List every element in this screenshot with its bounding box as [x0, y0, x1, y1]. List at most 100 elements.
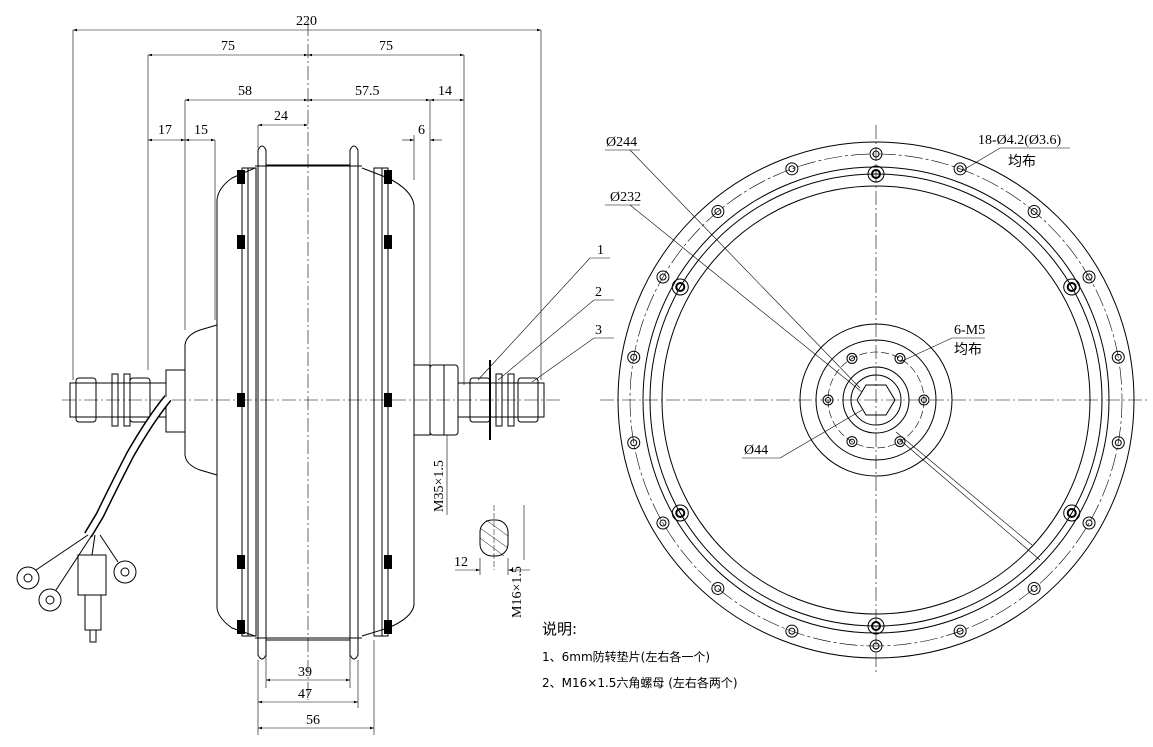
outer-hole — [869, 147, 883, 161]
notes-title: 说明: — [542, 620, 578, 638]
dim-56: 56 — [306, 713, 320, 728]
outer-hole — [711, 205, 725, 219]
outer-hole — [953, 162, 967, 176]
outer-hole — [1082, 516, 1096, 530]
m5-hole — [846, 352, 858, 364]
flange-hole-inner — [675, 508, 686, 518]
outer-hole-inner — [714, 584, 722, 592]
m5-hole-inner — [921, 397, 927, 403]
outer-hole-inner — [659, 273, 667, 281]
dim-17: 17 — [158, 123, 172, 138]
dim-39: 39 — [298, 665, 312, 680]
outer-hole-inner — [659, 519, 667, 527]
outer-hole-inner — [630, 439, 638, 447]
dim-58: 58 — [238, 84, 252, 99]
side-dim-labels: 220 75 75 58 57.5 14 17 15 24 6 39 47 56… — [158, 14, 604, 728]
outer-hole-inner — [788, 165, 796, 173]
hub-left-body — [216, 167, 256, 637]
outer-hole-inner — [630, 353, 638, 361]
flange-hole-inner — [871, 169, 881, 179]
outer-hole — [656, 270, 670, 284]
side-dimensions — [72, 28, 542, 735]
dim-d244: Ø244 — [606, 135, 637, 150]
outer-hole-inner — [872, 150, 880, 158]
dim-6: 6 — [418, 123, 425, 138]
dim-75-right: 75 — [379, 39, 393, 54]
m5-hole-inner — [825, 397, 831, 403]
outer-hole-inner — [872, 642, 880, 650]
outer-hole — [1111, 350, 1125, 364]
dim-57-5: 57.5 — [355, 84, 380, 99]
outer-rim-circle — [617, 141, 1135, 659]
dim-14: 14 — [438, 84, 452, 99]
outer-hole-inner — [1030, 208, 1038, 216]
flange-hole-inner — [871, 621, 881, 631]
dim-d232: Ø232 — [610, 190, 641, 205]
callout-1: 1 — [597, 243, 604, 258]
inner-holes — [822, 352, 930, 448]
m5-hole-inner — [897, 438, 903, 445]
outer-hole — [953, 624, 967, 638]
dim-47: 47 — [298, 687, 312, 702]
outer-holes — [627, 147, 1125, 653]
flange-bolts — [237, 170, 392, 634]
dim-d44: Ø44 — [744, 443, 768, 458]
callout-2: 2 — [595, 285, 602, 300]
m5-hole — [846, 436, 858, 448]
outer-hole — [785, 624, 799, 638]
outer-hole-inner — [956, 627, 964, 635]
m5-hole-inner — [849, 355, 855, 362]
outer-hole — [1082, 270, 1096, 284]
m5-hole — [918, 394, 930, 406]
flange-hole-inner — [1066, 282, 1077, 292]
outer-hole — [1111, 436, 1125, 450]
m5-hole — [822, 394, 834, 406]
thread-m35: M35×1.5 — [432, 460, 447, 512]
note-item-1: 1、6mm防转垫片(左右各一个) — [542, 650, 711, 664]
holes-inner-note: 均布 — [954, 342, 982, 358]
outer-hole-inner — [1030, 584, 1038, 592]
outer-hole — [1027, 581, 1041, 595]
outer-hole-inner — [1114, 353, 1122, 361]
outer-hole — [627, 436, 641, 450]
outer-hole — [869, 639, 883, 653]
flange-hole — [867, 165, 885, 183]
callout-3: 3 — [595, 323, 602, 338]
holes-outer-label: 18-Ø4.2(Ø3.6) — [978, 133, 1062, 148]
flange-hole-inner — [1066, 508, 1077, 518]
dim-75-left: 75 — [221, 39, 235, 54]
outer-hole — [656, 516, 670, 530]
outer-hole — [1027, 205, 1041, 219]
front-view — [600, 125, 1150, 675]
m5-hole-inner — [849, 438, 855, 445]
side-view — [16, 22, 614, 700]
dim-24: 24 — [274, 109, 288, 124]
flange-hole — [1063, 278, 1081, 296]
outer-hole-inner — [1114, 439, 1122, 447]
thread-m16: M16×1.5 — [510, 566, 525, 618]
flange-hole — [671, 278, 689, 296]
m5-hole — [894, 352, 906, 364]
holes-inner-label: 6-M5 — [954, 323, 985, 338]
outer-hole-inner — [714, 208, 722, 216]
outer-hole — [711, 581, 725, 595]
big-holes — [671, 165, 1081, 635]
front-labels: Ø244 Ø232 Ø44 18-Ø4.2(Ø3.6) 均布 6-M5 均布 — [606, 133, 1062, 458]
rim — [257, 145, 359, 660]
m5-hole — [894, 436, 906, 448]
outer-hole-inner — [1085, 519, 1093, 527]
dim-15: 15 — [194, 123, 208, 138]
flange-hole — [671, 504, 689, 522]
outer-hole — [785, 162, 799, 176]
note-item-2: 2、M16×1.5六角螺母 (左右各两个) — [542, 676, 738, 690]
holes-outer-note: 均布 — [1008, 154, 1036, 170]
dim-12: 12 — [454, 555, 468, 570]
outer-hole — [627, 350, 641, 364]
m5-hole-inner — [897, 355, 903, 362]
dim-220: 220 — [296, 14, 317, 29]
outer-hole-inner — [1085, 273, 1093, 281]
flange-hole-inner — [675, 282, 686, 292]
outer-hole-inner — [788, 627, 796, 635]
flange-hole — [1063, 504, 1081, 522]
